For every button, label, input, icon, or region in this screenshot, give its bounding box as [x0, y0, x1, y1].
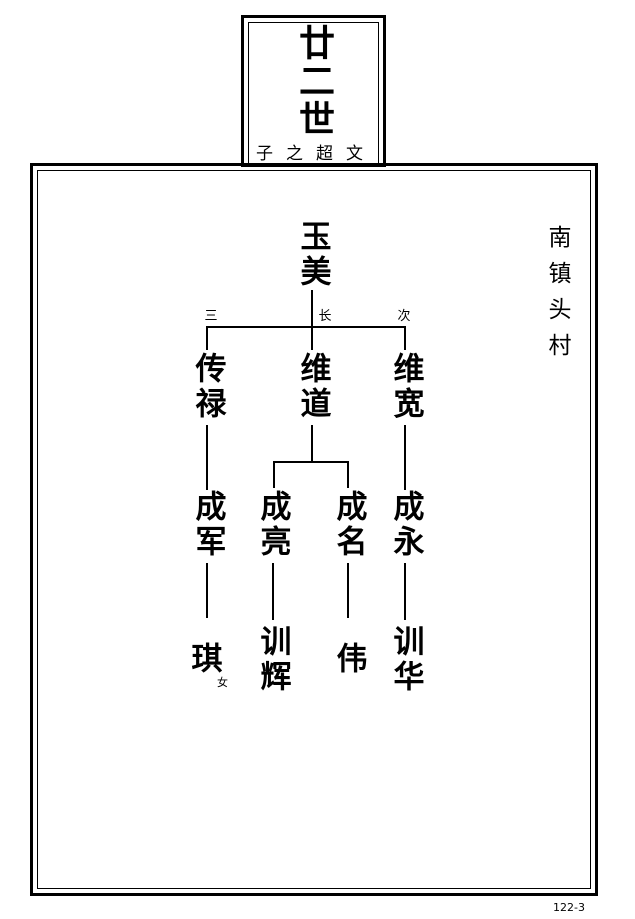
page-number: 122-3: [553, 901, 585, 914]
connector: [206, 326, 208, 350]
connector: [347, 563, 349, 618]
member-name: 伟: [330, 642, 367, 677]
connector: [272, 563, 274, 620]
main-frame-inner: [37, 170, 591, 889]
birth-order-second: 次: [397, 309, 411, 324]
member-name: 琪: [185, 642, 222, 677]
member-name: 传禄: [189, 352, 226, 422]
member-name: 训辉: [254, 625, 291, 695]
member-name: 成永: [387, 490, 424, 560]
member-name: 成亮: [254, 490, 291, 560]
main-frame: [30, 163, 598, 896]
connector: [206, 425, 208, 490]
connector: [207, 326, 406, 328]
connector: [311, 290, 313, 350]
connector: [311, 425, 313, 462]
member-name: 成名: [330, 490, 367, 560]
member-name: 训华: [387, 625, 424, 695]
connector: [274, 461, 349, 463]
generation-subtitle: 子之超文: [256, 144, 376, 164]
connector: [404, 563, 406, 620]
connector: [404, 326, 406, 350]
root-name: 玉美: [294, 220, 331, 290]
generation-box-inner: [248, 22, 379, 167]
generation-title: 廿二世: [293, 24, 335, 138]
female-mark: 女: [217, 676, 228, 689]
connector: [273, 461, 275, 488]
birth-order-eldest: 长: [318, 309, 332, 324]
birth-order-third: 三: [204, 309, 218, 324]
member-name: 维宽: [387, 352, 424, 422]
connector: [206, 563, 208, 618]
connector: [347, 461, 349, 488]
connector: [404, 425, 406, 490]
member-name: 维道: [294, 352, 331, 422]
member-name: 成军: [189, 490, 226, 560]
village-name: 南镇头村: [544, 225, 570, 369]
